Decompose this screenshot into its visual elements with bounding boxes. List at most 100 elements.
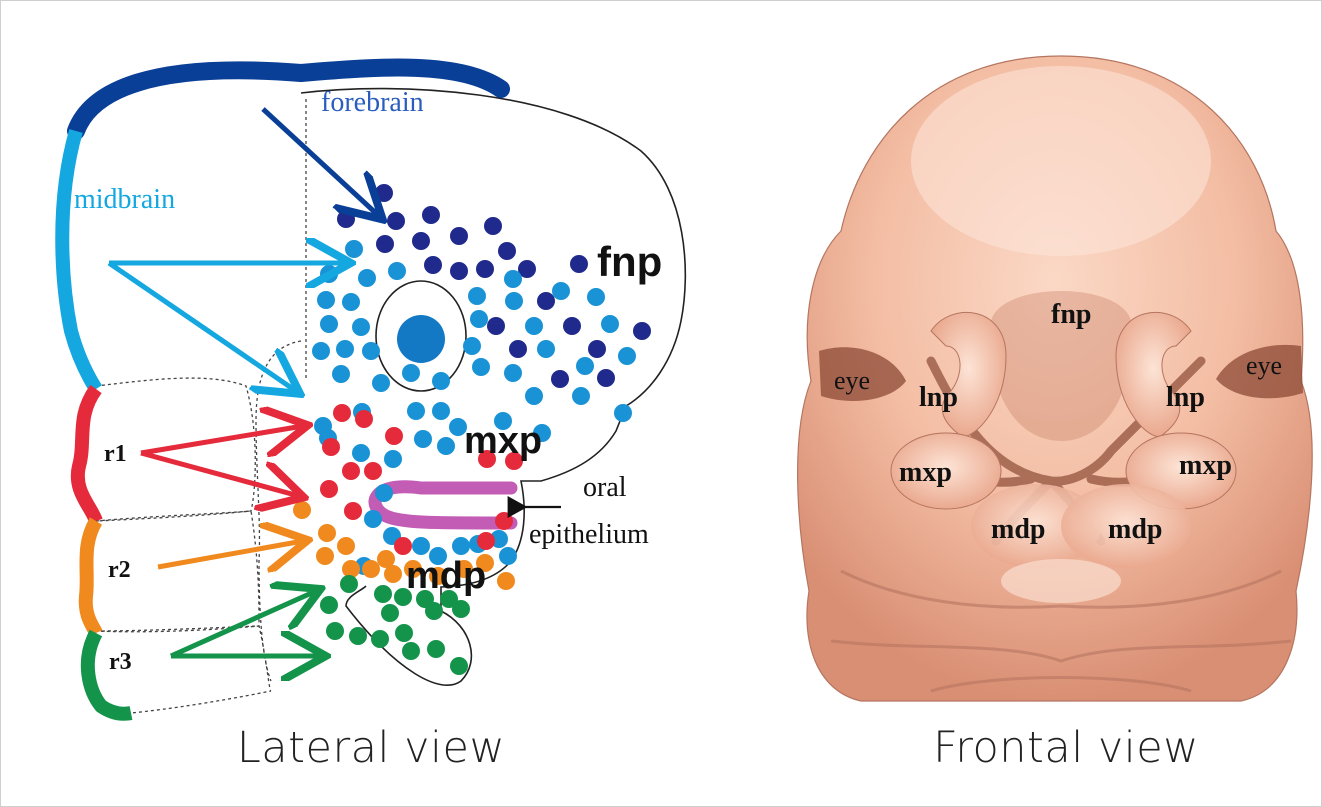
dot xyxy=(437,437,455,455)
dot xyxy=(312,342,330,360)
dot xyxy=(504,364,522,382)
dot xyxy=(342,293,360,311)
dot xyxy=(326,622,344,640)
dot xyxy=(450,657,468,675)
dot xyxy=(322,438,340,456)
dot xyxy=(498,242,516,260)
oral-epithelium xyxy=(375,487,511,523)
mxp-left-label: mxp xyxy=(899,457,952,488)
dot xyxy=(463,337,481,355)
mdp-right-label: mdp xyxy=(1108,514,1162,545)
dot xyxy=(336,340,354,358)
dot xyxy=(424,256,442,274)
dot xyxy=(358,269,376,287)
dot xyxy=(477,532,495,550)
r2-label: r2 xyxy=(108,557,131,583)
forebrain-band xyxy=(76,68,501,131)
midbrain-band xyxy=(62,131,96,389)
dot xyxy=(349,627,367,645)
dot xyxy=(484,217,502,235)
midbrain-label: midbrain xyxy=(74,184,175,215)
dot xyxy=(576,357,594,375)
dot xyxy=(452,600,470,618)
dot xyxy=(487,317,505,335)
dot xyxy=(537,340,555,358)
dot xyxy=(422,206,440,224)
eye-left-label: eye xyxy=(834,366,870,395)
eye-lens xyxy=(397,315,445,363)
dot xyxy=(432,402,450,420)
chin-highlight xyxy=(1001,559,1121,603)
dot xyxy=(376,235,394,253)
dot xyxy=(570,255,588,273)
dot xyxy=(375,484,393,502)
r1-label: r1 xyxy=(104,441,127,467)
dot xyxy=(317,291,335,309)
dot xyxy=(614,404,632,422)
dot xyxy=(525,387,543,405)
lateral-view-diagram: forebrain midbrain fnp mxp mdp oral epit… xyxy=(62,68,685,714)
dot xyxy=(352,444,370,462)
mdp-label: mdp xyxy=(406,555,486,597)
dot xyxy=(450,262,468,280)
dot xyxy=(333,404,351,422)
lnp-right-label: lnp xyxy=(1166,382,1205,413)
dot xyxy=(342,462,360,480)
dot xyxy=(587,288,605,306)
dot xyxy=(402,642,420,660)
dot xyxy=(427,640,445,658)
dot xyxy=(618,347,636,365)
dot xyxy=(375,184,393,202)
dot xyxy=(633,322,651,340)
midbrain-arrow-lower xyxy=(109,263,296,391)
dot xyxy=(472,358,490,376)
dot xyxy=(412,232,430,250)
dot xyxy=(395,624,413,642)
dot xyxy=(425,602,443,620)
dot xyxy=(509,340,527,358)
r3-arrow-upper xyxy=(171,591,316,656)
r1-band xyxy=(78,389,96,521)
dot xyxy=(387,212,405,230)
dot xyxy=(499,547,517,565)
frontal-view-caption: Frontal view xyxy=(846,713,1286,783)
dot xyxy=(504,270,522,288)
dot xyxy=(362,560,380,578)
dot xyxy=(318,524,336,542)
dot xyxy=(352,318,370,336)
mdp-left-label: mdp xyxy=(991,514,1045,545)
dot xyxy=(364,510,382,528)
dot xyxy=(320,315,338,333)
dot xyxy=(572,387,590,405)
fnp-frontal-label: fnp xyxy=(1051,299,1091,330)
dot xyxy=(340,575,358,593)
dot xyxy=(385,427,403,445)
dot xyxy=(381,604,399,622)
dot xyxy=(450,227,468,245)
dot xyxy=(505,292,523,310)
dot xyxy=(552,282,570,300)
mxp-right-label: mxp xyxy=(1179,450,1232,481)
dot xyxy=(588,340,606,358)
dot xyxy=(355,410,373,428)
dot xyxy=(293,501,311,519)
dot xyxy=(537,292,555,310)
dot xyxy=(468,287,486,305)
dot xyxy=(374,585,392,603)
dot xyxy=(470,310,488,328)
forebrain-arrow xyxy=(263,109,379,216)
dot xyxy=(320,480,338,498)
dot xyxy=(432,372,450,390)
r2-band xyxy=(86,521,96,633)
dot xyxy=(597,369,615,387)
dot xyxy=(601,315,619,333)
dot xyxy=(452,537,470,555)
dot xyxy=(372,374,390,392)
dot xyxy=(551,370,569,388)
dot xyxy=(407,402,425,420)
r2-arrow xyxy=(158,541,303,567)
dot xyxy=(525,317,543,335)
head-outline xyxy=(301,89,685,686)
forehead-highlight xyxy=(911,66,1211,256)
forebrain-label: forebrain xyxy=(321,87,424,118)
